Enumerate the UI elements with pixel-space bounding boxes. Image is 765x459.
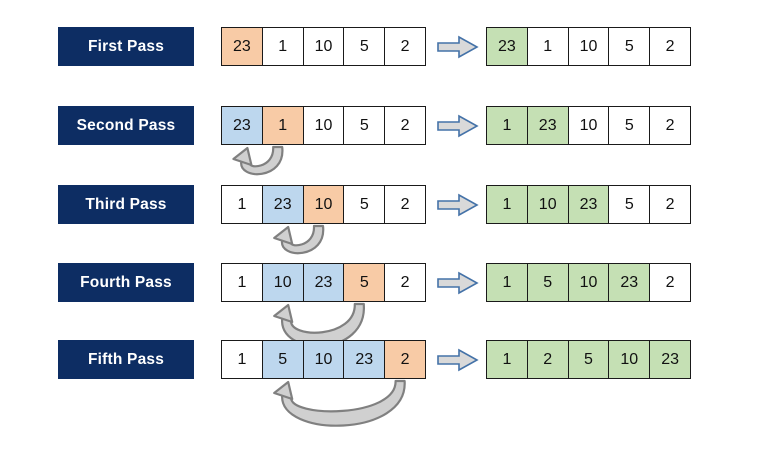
array-cell: 10: [568, 27, 610, 66]
array-cell: 10: [262, 263, 304, 302]
right-block-arrow-icon: [437, 348, 479, 372]
array-cell: 23: [568, 185, 610, 224]
array-cell: 5: [262, 340, 304, 379]
pass-label: Second Pass: [58, 106, 194, 145]
array-cell: 1: [487, 106, 528, 145]
array-cell: 10: [303, 106, 345, 145]
right-block-arrow-icon: [437, 271, 479, 295]
pass-label: First Pass: [58, 27, 194, 66]
array-cell: 1: [487, 263, 528, 302]
array-cell: 10: [568, 106, 610, 145]
array-cell: 5: [527, 263, 569, 302]
array-cell: 23: [609, 263, 651, 302]
array-cell: 1: [222, 185, 263, 224]
array-cell: 10: [303, 340, 345, 379]
array-cell: 1: [527, 27, 569, 66]
array-cell: 1: [222, 340, 263, 379]
array-cell: 10: [303, 27, 345, 66]
array-cell: 23: [262, 185, 304, 224]
array-cell: 2: [527, 340, 569, 379]
array-cell: 2: [385, 340, 426, 379]
array-cell: 23: [222, 106, 263, 145]
pass-label: Fifth Pass: [58, 340, 194, 379]
array-cell: 2: [385, 185, 426, 224]
array-cell: 2: [650, 185, 691, 224]
array-cell: 5: [568, 340, 610, 379]
array-cell: 1: [222, 263, 263, 302]
array-cell: 5: [609, 185, 651, 224]
array-cell: 2: [650, 27, 691, 66]
array-cell: 1: [487, 185, 528, 224]
array-cell: 2: [385, 27, 426, 66]
array-cell: 5: [609, 106, 651, 145]
array-cell: 10: [568, 263, 610, 302]
array-cell: 2: [650, 263, 691, 302]
right-block-arrow-icon: [437, 35, 479, 59]
array-cell: 23: [487, 27, 528, 66]
array-cell: 23: [527, 106, 569, 145]
array-cell: 5: [609, 27, 651, 66]
array-cell: 5: [344, 185, 386, 224]
array-cell: 10: [609, 340, 651, 379]
curved-swap-arrow-icon: [180, 376, 460, 454]
array-cell: 2: [650, 106, 691, 145]
array-cell: 23: [303, 263, 345, 302]
array-cell: 23: [344, 340, 386, 379]
array-cell: 5: [344, 27, 386, 66]
array-cell: 5: [344, 106, 386, 145]
array-cell: 1: [487, 340, 528, 379]
array-cell: 10: [527, 185, 569, 224]
array-cell: 23: [650, 340, 691, 379]
array-cell: 5: [344, 263, 386, 302]
right-block-arrow-icon: [437, 114, 479, 138]
array-cell: 2: [385, 263, 426, 302]
pass-label: Fourth Pass: [58, 263, 194, 302]
array-cell: 23: [222, 27, 263, 66]
array-cell: 1: [262, 27, 304, 66]
array-cell: 1: [262, 106, 304, 145]
array-cell: 2: [385, 106, 426, 145]
array-cell: 10: [303, 185, 345, 224]
pass-label: Third Pass: [58, 185, 194, 224]
right-block-arrow-icon: [437, 193, 479, 217]
